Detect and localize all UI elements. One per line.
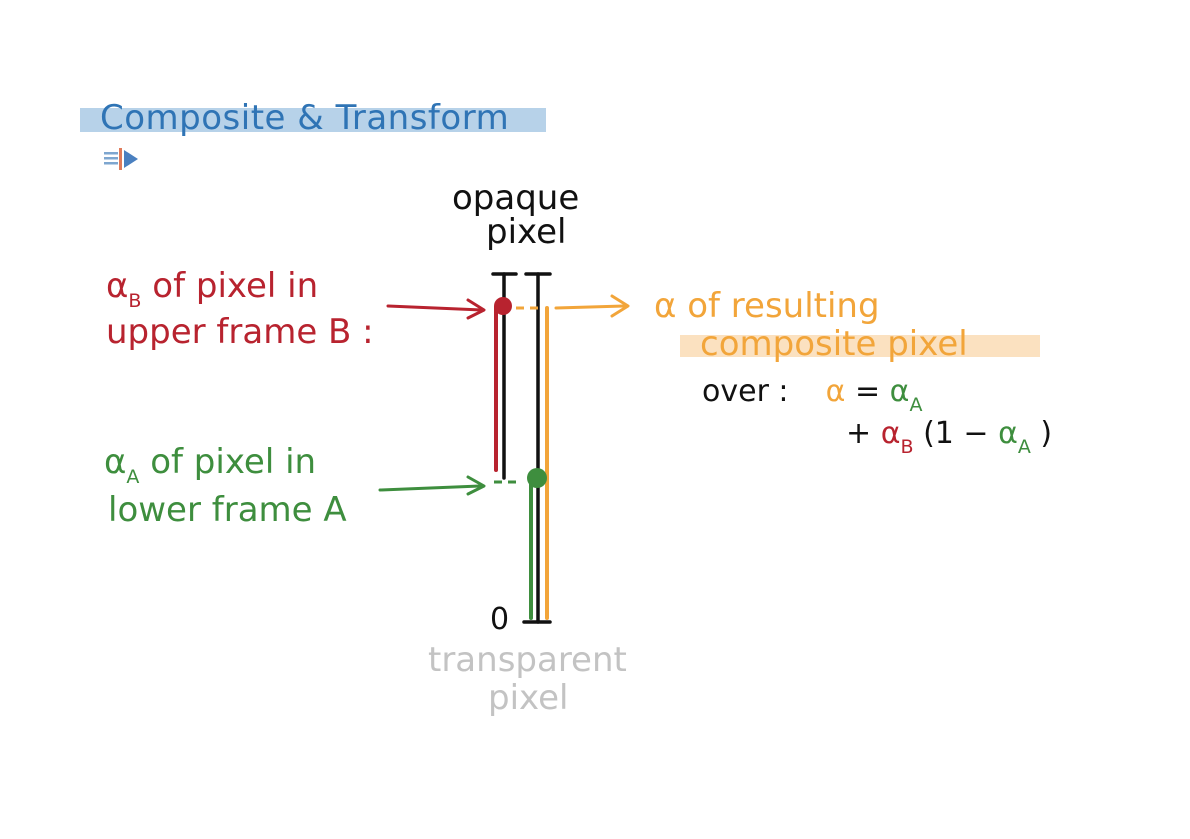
formula-alpha-a-sub: A: [909, 394, 923, 416]
alpha-a-point: [527, 468, 547, 488]
zero-label: 0: [490, 602, 510, 637]
alpha-b-point: [494, 297, 512, 315]
result-label-line1: α of resulting: [654, 286, 880, 326]
formula-plus: +: [846, 416, 872, 451]
alpha-a-label-line2: lower frame A: [108, 490, 347, 530]
result-label-line2: composite pixel: [700, 324, 968, 364]
formula-alpha-a: α: [889, 374, 910, 409]
formula-alpha-a2: α: [998, 416, 1018, 451]
alpha-b-text: of pixel in: [141, 266, 319, 306]
title-highlight: [80, 108, 546, 132]
formula-op: over :: [702, 374, 789, 409]
formula-alpha-b: α: [880, 416, 901, 451]
formula-close: ): [1040, 416, 1053, 451]
arrow-alpha-a: [378, 484, 482, 492]
arrow-result: [554, 304, 626, 310]
formula-eq: =: [854, 374, 881, 409]
result-highlight: [680, 335, 1040, 357]
alpha-b-label-line1: αB of pixel in: [106, 264, 318, 313]
alpha-a-symbol: α: [104, 442, 127, 482]
over-formula-line1: over : α = αA: [702, 370, 922, 417]
over-formula-line2: + αB (1 − αA ): [846, 412, 1052, 459]
formula-lhs: α: [825, 374, 846, 409]
arrow-alpha-b: [386, 304, 484, 312]
opaque-label-line1: opaque: [452, 178, 580, 218]
page-title: Composite & Transform: [100, 98, 510, 138]
formula-alpha-b-sub: B: [900, 436, 914, 458]
alpha-a-subscript: A: [126, 466, 140, 488]
opaque-label-line2: pixel: [486, 212, 567, 252]
presentation-play-icon[interactable]: [104, 144, 142, 174]
transparent-label-line1: transparent: [428, 640, 627, 680]
formula-open: (1 −: [923, 416, 989, 451]
alpha-b-label-line2: upper frame B :: [106, 312, 374, 352]
transparent-label-line2: pixel: [488, 678, 569, 718]
alpha-b-subscript: B: [128, 290, 142, 312]
alpha-a-text: of pixel in: [139, 442, 317, 482]
alpha-a-label-line1: αA of pixel in: [104, 440, 316, 489]
alpha-b-symbol: α: [106, 266, 129, 306]
formula-alpha-a2-sub: A: [1017, 436, 1031, 458]
